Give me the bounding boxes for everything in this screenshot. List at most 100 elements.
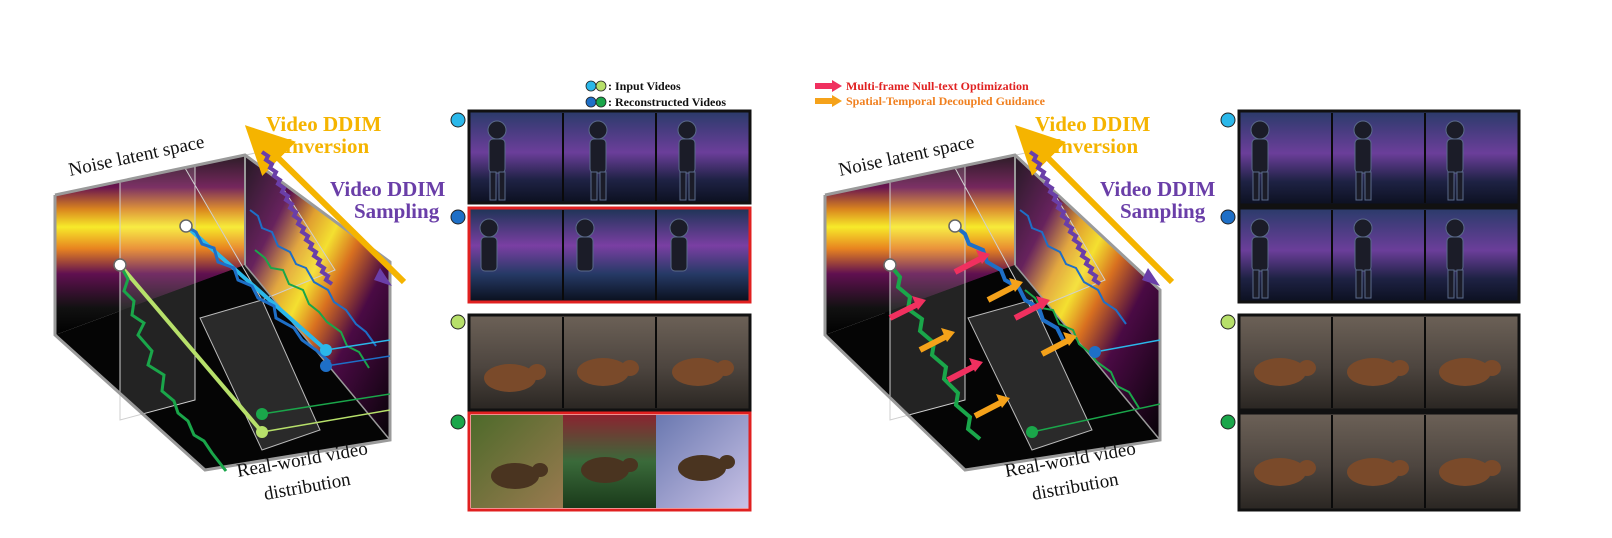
legend-recon-label: : Reconstructed Videos: [608, 95, 726, 109]
guidance-arrow-4: [1040, 337, 1071, 357]
left-node-green: [256, 408, 268, 420]
left-proj-line-3: [325, 339, 391, 351]
legend-guidance-label: Spatial-Temporal Decoupled Guidance: [846, 94, 1046, 108]
left-latent-node-2: [179, 219, 193, 233]
right-latent-node-2: [948, 219, 962, 233]
left-node-blue: [320, 360, 332, 372]
nulltext-arrow-3: [946, 363, 977, 383]
left-inversion-label-2: Inversion: [284, 134, 370, 158]
left-slice-1: [119, 164, 196, 421]
left-strip-marker-lime: [450, 314, 466, 330]
bear-figures-left-input: [484, 358, 734, 392]
left-strip-marker-green: [450, 414, 466, 430]
legend-nulltext-label: Multi-frame Null-text Optimization: [846, 79, 1029, 93]
astronaut-silhouettes: [479, 120, 1465, 299]
left-front-face: [55, 155, 245, 335]
nulltext-arrowhead-1: [912, 296, 926, 310]
right-strip-recon-astronaut: [1237, 206, 1521, 304]
method-legend: Multi-frame Null-text Optimization Spati…: [815, 79, 1046, 108]
bear-figures-right-recon: [1254, 458, 1501, 486]
left-inversion-arrow: [244, 125, 407, 285]
nulltext-arrowhead-4: [1036, 296, 1050, 310]
right-sampling-label-2: Sampling: [1120, 199, 1206, 223]
left-sampling-arrowhead: [374, 268, 392, 286]
video-legend: : Input Videos : Reconstructed Videos: [585, 79, 726, 109]
right-inversion-arrow: [1015, 125, 1175, 285]
right-node-blue: [1089, 346, 1101, 358]
right-slice-1: [889, 164, 966, 421]
right-side-trace-blue: [1019, 209, 1127, 325]
right-strip-marker-cyan: [1220, 112, 1236, 128]
right-front-face: [825, 155, 1015, 335]
guidance-arrowhead-4: [1063, 332, 1077, 346]
guidance-arrow-2: [986, 283, 1017, 303]
right-inner-box: [967, 299, 1093, 451]
legend-input-cyan: [585, 80, 597, 92]
right-proj-line-1: [1031, 403, 1161, 433]
nulltext-arrow-4: [1013, 301, 1044, 321]
left-proj-line-4: [325, 355, 391, 367]
left-diagram: Noise latent space Video DDIM Inversion …: [53, 112, 445, 505]
left-sampling-path-green: [118, 264, 228, 472]
left-node-lime: [256, 426, 268, 438]
right-sampling-arrow: [1028, 150, 1102, 286]
right-sampling-label-1: Video DDIM: [1100, 177, 1215, 201]
bear-figures-right-input: [1254, 358, 1501, 386]
right-diagram: Noise latent space Video DDIM Inversion …: [823, 112, 1215, 505]
left-video-strips: [450, 109, 752, 512]
bear-silhouettes: [484, 358, 1501, 489]
guidance-arrowhead-2: [1009, 278, 1023, 292]
right-inversion-label-1: Video DDIM: [1035, 112, 1150, 136]
strip-frame-dividers: [562, 113, 1426, 508]
nulltext-arrow-1: [888, 301, 920, 321]
right-strip-marker-blue: [1220, 209, 1236, 225]
nulltext-arrowhead-2: [976, 250, 990, 264]
legend-guidance-arrowhead: [832, 95, 842, 107]
guidance-arrow-3: [973, 399, 1004, 419]
right-proj-line-2: [1094, 339, 1161, 353]
right-side-trace-green: [1024, 289, 1140, 409]
nulltext-arrow-2: [953, 255, 984, 275]
left-strip-input-astronaut: [467, 109, 752, 205]
astronaut-figure-right-row1: [1250, 120, 1465, 201]
left-inversion-label-1: Video DDIM: [266, 112, 381, 136]
astronaut-figure-right-row2: [1250, 218, 1465, 299]
right-sampling-arrowhead: [1142, 268, 1160, 286]
left-proj-line-1: [261, 393, 391, 415]
left-sampling-path-blue: [185, 224, 331, 364]
right-path-blue: [953, 224, 1065, 341]
left-strip-recon-astronaut: [467, 206, 752, 304]
guidance-arrowhead-1: [941, 328, 955, 342]
right-strip-marker-lime: [1220, 314, 1236, 330]
astronaut-figure-row2: [479, 218, 689, 272]
right-node-green: [1026, 426, 1038, 438]
legend-nulltext-arrowhead: [832, 80, 842, 92]
left-sampling-label-1: Video DDIM: [330, 177, 445, 201]
left-side-face: [245, 155, 390, 440]
left-sampling-label-2: Sampling: [354, 199, 440, 223]
left-strip-recon-bear-1: [471, 415, 563, 508]
right-side-face: [1015, 155, 1160, 440]
left-side-trace-blue: [249, 209, 377, 347]
nulltext-arrowhead-3: [969, 358, 983, 372]
left-node-cyan: [320, 344, 332, 356]
left-lower-face: [55, 265, 390, 470]
right-box-edge-2: [1014, 264, 1161, 441]
legend-input-lime: [595, 80, 607, 92]
guidance-arrow-1: [918, 333, 949, 353]
astronaut-figure-row1: [487, 120, 697, 201]
left-inversion-path-lime: [118, 263, 264, 434]
legend-recon-green: [595, 96, 607, 108]
left-strip-marker-blue: [450, 209, 466, 225]
right-inversion-label-2: Inversion: [1053, 134, 1139, 158]
left-strip-marker-cyan: [450, 112, 466, 128]
left-sampling-arrow: [260, 150, 334, 286]
legend-recon-blue: [585, 96, 597, 108]
left-proj-line-2: [261, 409, 391, 433]
left-latent-node-1: [113, 258, 127, 272]
legend-input-label: : Input Videos: [608, 79, 681, 93]
right-path-green: [888, 263, 982, 441]
right-strip-input-astronaut: [1237, 109, 1521, 207]
right-strip-marker-green: [1220, 414, 1236, 430]
